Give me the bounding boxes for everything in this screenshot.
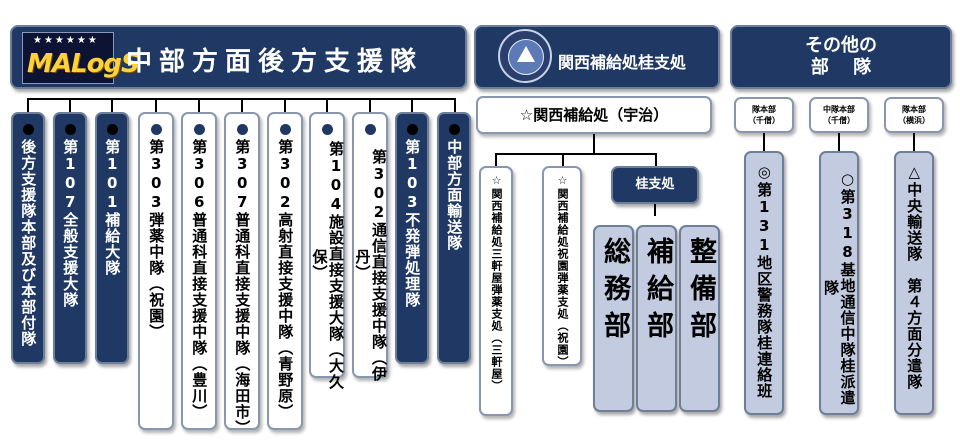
kansai-depot-label: ☆関西補給処（宇治）: [519, 106, 669, 124]
unit-104-engineer-ds: 第104施設直接支援大隊（大久保）: [309, 112, 345, 390]
connector-line: [562, 153, 564, 167]
connector-line: [326, 98, 328, 112]
connector-line: [763, 133, 765, 151]
hq-location: （千僧）: [748, 116, 780, 125]
unit-label: 第307普通科直接支援中隊（海田市）: [233, 139, 252, 436]
connector-line: [655, 153, 657, 167]
unit-label: 中部方面輸送隊: [445, 139, 464, 251]
unit-label: 第306普通科直接支援中隊（豊川）: [190, 139, 209, 420]
hq-label: 隊本部: [902, 105, 926, 114]
connector-line: [495, 153, 497, 167]
connector-line: [241, 98, 243, 112]
connector-line: [454, 98, 456, 112]
hq-label-box: 隊本部 （千僧）: [734, 97, 794, 133]
connector-line: [284, 98, 286, 112]
header-right-line1: その他の: [805, 35, 877, 56]
unit-318-signal: ○第318基地通信中隊桂派遣隊: [819, 151, 859, 415]
hq-label: 隊本部: [752, 105, 776, 114]
dept-label: 補給部: [642, 237, 673, 348]
connector-line: [111, 98, 113, 112]
connector-line: [838, 133, 840, 151]
black-dot-icon: [406, 124, 418, 135]
dept-supply: 補給部: [636, 225, 677, 412]
hq-location: （千僧）: [823, 116, 855, 125]
connector-line: [913, 133, 915, 151]
unit-label: 第303弾薬中隊（祝園）: [147, 139, 166, 340]
header-right-line2: 部 隊: [810, 57, 872, 78]
connector-line: [369, 98, 371, 112]
unit-label: 第101補給大隊: [103, 139, 122, 276]
unit-307-infantry-ds: 第307普通科直接支援中隊（海田市）: [224, 112, 260, 436]
katsura-branch: 桂支処: [611, 166, 699, 204]
header-right: その他の 部 隊: [730, 25, 952, 89]
dept-label: 総務部: [599, 237, 630, 348]
connector-line: [69, 98, 71, 112]
black-dot-icon: [106, 124, 118, 135]
unit-label: 第107全般支援大隊: [61, 139, 80, 308]
navy-dot-icon: [364, 124, 376, 135]
header-mid-title: 関西補給処桂支処: [558, 53, 687, 72]
unit-label: ☆関西補給処三軒屋弾薬支処（三軒屋）: [490, 174, 504, 392]
unit-306-infantry-ds: 第306普通科直接支援中隊（豊川）: [181, 112, 217, 430]
unit-hosono-ammo: ☆関西補給処祝園弾薬支処（祝園）: [542, 166, 582, 368]
unit-label: 第103不発弾処理隊: [403, 139, 422, 308]
black-dot-icon: [448, 124, 460, 135]
connector-line: [411, 98, 413, 112]
hq-label-box: 隊本部 （横浜）: [884, 97, 944, 133]
connector-line: [155, 98, 157, 112]
unit-131-military-police: ◎第131地区警務隊桂連絡班: [744, 151, 784, 415]
unit-label: 第302高射直接支援中隊（青野原）: [276, 139, 295, 420]
malogs-logo: ★★★★★★ MALogS: [22, 32, 140, 84]
unit-107-general-support: 第107全般支援大隊: [53, 112, 87, 364]
unit-hq-support: 後方支援隊本部及び本部付隊: [11, 112, 45, 364]
unit-label: ☆関西補給処祝園弾薬支処（祝園）: [556, 174, 570, 368]
black-dot-icon: [22, 124, 34, 135]
unit-label: ◎第131地区警務隊桂連絡班: [755, 163, 774, 399]
connector-line: [654, 204, 656, 216]
unit-label: 後方支援隊本部及び本部付隊: [19, 139, 38, 347]
kansai-depot-uji: ☆関西補給処（宇治）: [476, 96, 712, 134]
navy-dot-icon: [279, 124, 291, 135]
connector-line: [593, 134, 595, 154]
unit-103-eod: 第103不発弾処理隊: [395, 112, 429, 364]
dept-label: 整備部: [685, 237, 716, 348]
dept-general-affairs: 総務部: [593, 225, 634, 412]
connector-line: [198, 98, 200, 112]
hq-location: （横浜）: [898, 116, 930, 125]
header-left-title: 中部方面後方支援隊: [126, 47, 424, 77]
unit-302-signal-ds: 第302通信直接支援中隊（伊丹）: [352, 112, 388, 382]
black-dot-icon: [64, 124, 76, 135]
army-depot-emblem-icon: [498, 29, 552, 83]
unit-label: 第302通信直接支援中隊（伊丹）: [353, 148, 389, 382]
navy-dot-icon: [193, 124, 205, 135]
unit-sangenya-ammo: ☆関西補給処三軒屋弾薬支処（三軒屋）: [479, 166, 513, 416]
unit-302-aa-ds: 第302高射直接支援中隊（青野原）: [267, 112, 303, 430]
unit-central-transport: △中央輸送隊 第４方面分遣隊: [894, 151, 934, 415]
header-mid: 関西補給処桂支処: [474, 25, 720, 89]
unit-transport: 中部方面輸送隊: [437, 112, 471, 364]
navy-dot-icon: [321, 124, 333, 135]
logo-stars-icon: ★★★★★★: [33, 35, 99, 46]
connector-line: [495, 153, 656, 155]
hq-label-box: 中隊本部 （千僧）: [809, 97, 869, 133]
katsura-branch-label: 桂支処: [635, 177, 675, 192]
navy-dot-icon: [236, 124, 248, 135]
logo-text: MALogS: [27, 49, 140, 79]
navy-dot-icon: [150, 124, 162, 135]
unit-label: △中央輸送隊 第４方面分遣隊: [905, 163, 924, 390]
unit-303-ammo: 第303弾薬中隊（祝園）: [138, 112, 174, 430]
hq-label: 中隊本部: [823, 105, 855, 114]
dept-maintenance: 整備部: [679, 225, 720, 412]
unit-label: 第104施設直接支援大隊（大久保）: [310, 140, 346, 390]
unit-101-supply: 第101補給大隊: [95, 112, 129, 364]
connector-line: [27, 98, 29, 112]
header-left: ★★★★★★ MALogS 中部方面後方支援隊: [10, 25, 467, 89]
unit-label: ○第318基地通信中隊桂派遣隊: [822, 170, 857, 406]
